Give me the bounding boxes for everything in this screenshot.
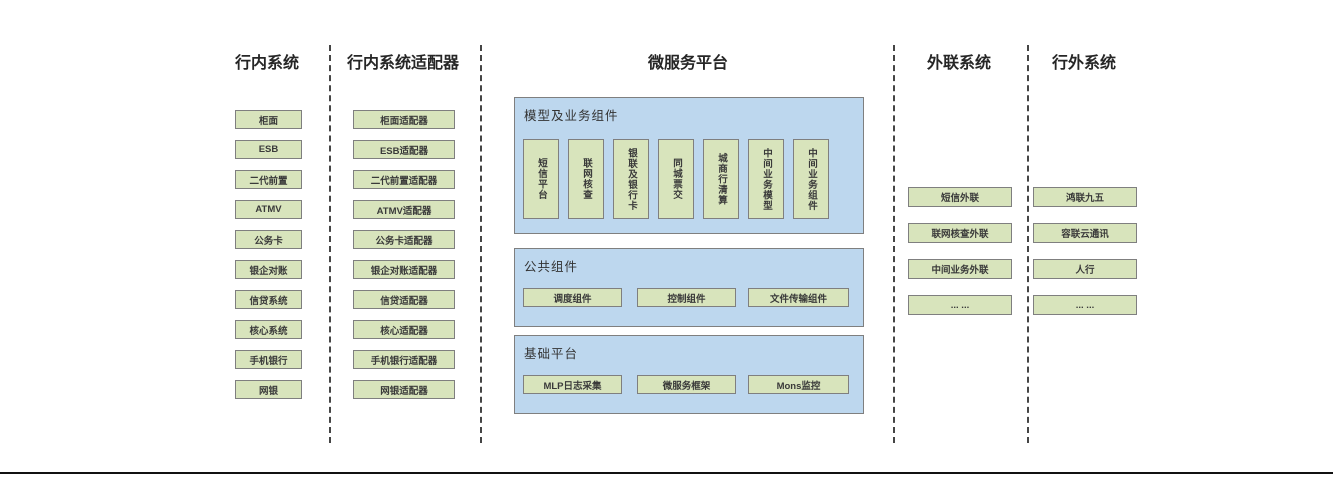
adapter-box: 柜面适配器 (353, 110, 455, 129)
panel-title: 基础平台 (524, 347, 579, 361)
external-link-box: 联网核查外联 (908, 223, 1012, 243)
in-bank-adapters-header: 行内系统适配器 (346, 55, 459, 72)
adapter-box: 二代前置适配器 (353, 170, 455, 189)
component-box: 调度组件 (523, 288, 622, 307)
system-box: 公务卡 (235, 230, 302, 249)
system-box: 银企对账 (235, 260, 302, 279)
component-box: 控制组件 (637, 288, 736, 307)
external-system-box: 鸿联九五 (1033, 187, 1137, 207)
microservice-platform-header: 微服务平台 (647, 55, 728, 72)
system-box: 二代前置 (235, 170, 302, 189)
external-link-box: ... ... (908, 295, 1012, 315)
adapter-box: ATMV适配器 (353, 200, 455, 219)
component-box: 文件传输组件 (748, 288, 849, 307)
component-box: 短信平台 (523, 139, 559, 219)
system-box: 网银 (235, 380, 302, 399)
system-box: 手机银行 (235, 350, 302, 369)
in-bank-systems-header: 行内系统 (234, 55, 299, 72)
base-platform-panel: 基础平台 (514, 335, 864, 414)
bottom-border-line (0, 472, 1333, 474)
column-divider (329, 45, 331, 443)
component-box: 中间业务模型 (748, 139, 784, 219)
column-divider (1027, 45, 1029, 443)
system-box: ATMV (235, 200, 302, 219)
component-box: 微服务框架 (637, 375, 736, 394)
column-divider (480, 45, 482, 443)
adapter-box: 银企对账适配器 (353, 260, 455, 279)
adapter-box: 公务卡适配器 (353, 230, 455, 249)
adapter-box: 手机银行适配器 (353, 350, 455, 369)
panel-title: 模型及业务组件 (524, 109, 619, 123)
system-box: 信贷系统 (235, 290, 302, 309)
common-components-panel: 公共组件 (514, 248, 864, 327)
adapter-box: ESB适配器 (353, 140, 455, 159)
component-box: MLP日志采集 (523, 375, 622, 394)
column-divider (893, 45, 895, 443)
component-box: Mons监控 (748, 375, 849, 394)
component-box: 联网核查 (568, 139, 604, 219)
component-box: 同城票交 (658, 139, 694, 219)
component-box: 银联及银行卡 (613, 139, 649, 219)
panel-title: 公共组件 (524, 260, 579, 274)
component-box: 城商行清算 (703, 139, 739, 219)
out-of-bank-systems-header: 行外系统 (1051, 55, 1116, 72)
adapter-box: 网银适配器 (353, 380, 455, 399)
system-box: ESB (235, 140, 302, 159)
system-box: 核心系统 (235, 320, 302, 339)
system-box: 柜面 (235, 110, 302, 129)
external-link-box: 短信外联 (908, 187, 1012, 207)
external-system-box: ... ... (1033, 295, 1137, 315)
adapter-box: 核心适配器 (353, 320, 455, 339)
external-system-box: 容联云通讯 (1033, 223, 1137, 243)
external-link-systems-header: 外联系统 (926, 55, 991, 72)
component-box: 中间业务组件 (793, 139, 829, 219)
adapter-box: 信贷适配器 (353, 290, 455, 309)
external-system-box: 人行 (1033, 259, 1137, 279)
external-link-box: 中间业务外联 (908, 259, 1012, 279)
